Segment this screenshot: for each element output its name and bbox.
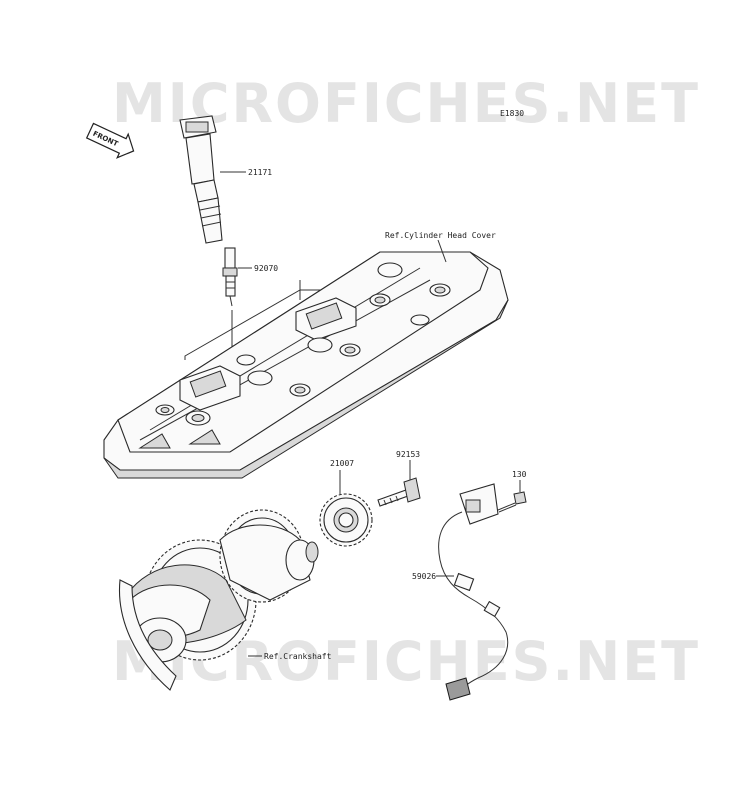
- label-rotor: 21007: [330, 459, 354, 468]
- label-cylinder-head-cover: Ref.Cylinder Head Cover: [385, 231, 496, 240]
- label-crankshaft: Ref.Crankshaft: [264, 652, 332, 661]
- rotor-bolt: [377, 477, 421, 507]
- leader-cylinder-head-cover: [437, 239, 447, 263]
- ignition-coil: [179, 115, 223, 244]
- pickup-sensor: [438, 483, 509, 701]
- sensor-bolt: [497, 491, 527, 513]
- cylinder-head-cover: [103, 251, 509, 479]
- diagram-code: E1830: [500, 109, 524, 118]
- label-spark-plug: 92070: [254, 264, 278, 273]
- crankshaft: [118, 509, 319, 691]
- label-pickup-sensor: 59026: [412, 572, 436, 581]
- front-arrow-icon: FRONT: [85, 122, 135, 159]
- timing-rotor: [319, 493, 373, 547]
- spark-plug: [222, 247, 238, 307]
- label-bolt: 92153: [396, 450, 420, 459]
- label-sensor-bolt: 130: [512, 470, 527, 479]
- label-ignition-coil: 21171: [248, 168, 272, 177]
